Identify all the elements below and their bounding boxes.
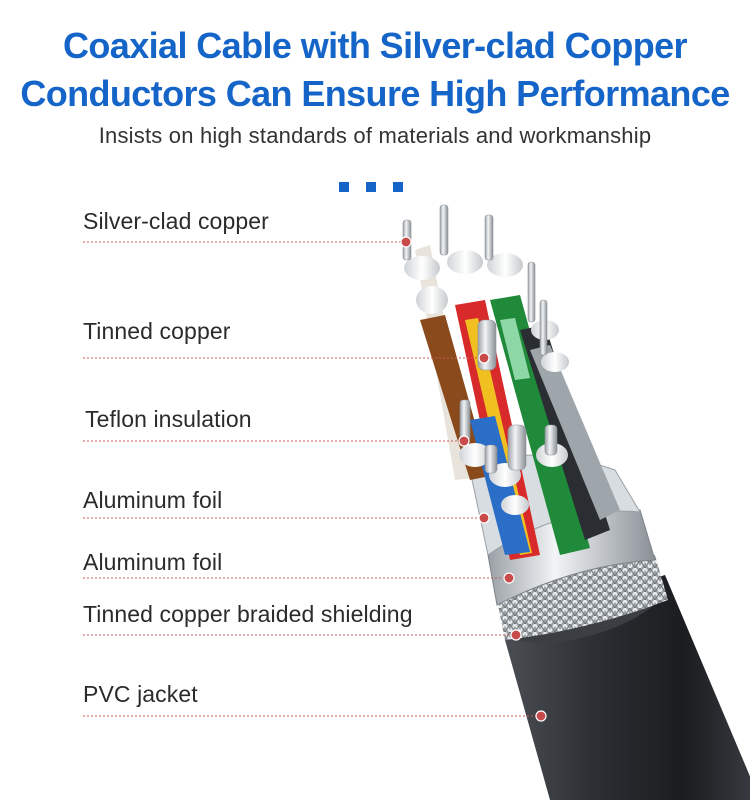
divider-dots xyxy=(339,179,420,197)
braided-shield xyxy=(497,555,668,640)
page-subtitle: Insists on high standards of materials a… xyxy=(98,123,652,148)
label-pvc-jacket: PVC jacket xyxy=(83,681,198,707)
title-line-1: Coaxial Cable with Silver-clad Copper xyxy=(63,25,688,66)
label-aluminum-foil-1: Aluminum foil xyxy=(83,487,223,513)
inner-conductors xyxy=(402,204,620,560)
page-title: Coaxial Cable with Silver-clad Copper Co… xyxy=(0,22,750,118)
callout-dots xyxy=(400,236,547,722)
label-tinned-copper: Tinned copper xyxy=(83,318,231,344)
label-teflon-insulation: Teflon insulation xyxy=(85,406,252,432)
title-line-2: Conductors Can Ensure High Performance xyxy=(20,73,730,114)
callout-leaders xyxy=(83,241,540,717)
label-aluminum-foil-2: Aluminum foil xyxy=(83,549,223,575)
label-silver-clad-copper: Silver-clad copper xyxy=(83,208,269,234)
label-tinned-copper-braid: Tinned copper braided shielding xyxy=(83,601,413,627)
